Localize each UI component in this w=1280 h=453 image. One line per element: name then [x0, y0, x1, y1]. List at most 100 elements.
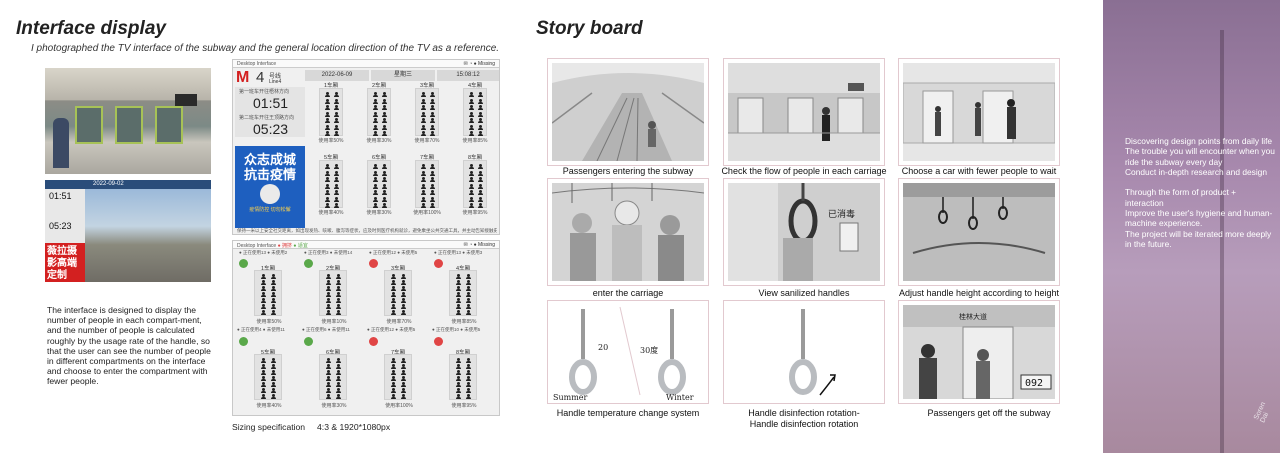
status-label: Missing [478, 242, 495, 248]
person-icon [391, 280, 396, 285]
person-icon [469, 190, 474, 195]
project-summary-text: Discovering design points from daily lif… [1125, 136, 1275, 249]
person-icon [430, 203, 435, 208]
carriage-footer: ● 正在使用4 ● 未使用11 [237, 327, 285, 332]
person-icon [391, 376, 396, 381]
person-icon [456, 304, 461, 309]
person-icon [373, 190, 378, 195]
mail-icon[interactable]: ✉ [463, 242, 468, 248]
person-icon [456, 364, 461, 369]
person-icon [421, 98, 426, 104]
mail-icon[interactable]: ✉ [463, 61, 468, 67]
person-icon [326, 364, 331, 369]
carriage-people [367, 88, 391, 136]
carriage-name: 7车厢 [390, 350, 406, 356]
person-icon [382, 177, 387, 182]
carriage-card[interactable]: 8车厢使用率95% [455, 153, 495, 216]
next-train-2-time: 05:23 [253, 121, 289, 137]
person-icon [334, 164, 339, 169]
person-icon [401, 298, 406, 303]
user-icon[interactable]: ● [473, 61, 477, 67]
winter-label: Winter [666, 393, 694, 402]
carriage-people [449, 354, 477, 400]
carriage-card[interactable]: 4车厢使用率85% [455, 81, 495, 144]
person-icon [469, 124, 474, 130]
carriage-crowding-card[interactable]: 5车厢使用率40% [237, 334, 299, 418]
person-icon [456, 388, 461, 393]
frame-entering-subway [547, 58, 709, 166]
person-icon [421, 170, 426, 176]
person-icon [326, 274, 331, 279]
person-icon [466, 382, 471, 387]
sketch-escalator [552, 63, 704, 161]
carriage-crowding-card[interactable]: 7车厢使用率100% [367, 334, 429, 418]
person-icon [391, 304, 396, 309]
person-icon [334, 203, 339, 208]
person-icon [336, 394, 341, 399]
person-icon [391, 388, 396, 393]
carriage-card[interactable]: 1车厢使用率50% [311, 81, 351, 144]
carriage-name: 4车厢 [455, 266, 471, 272]
person-icon [334, 105, 339, 110]
person-icon [325, 196, 330, 202]
carriage-card[interactable]: 6车厢使用率30% [359, 153, 399, 216]
person-icon [401, 292, 406, 297]
person-icon [430, 111, 435, 117]
person-icon [271, 280, 276, 285]
person-icon [478, 190, 483, 195]
carriage-card[interactable]: 2车厢使用率30% [359, 81, 399, 144]
person-icon [336, 292, 341, 297]
person-icon [478, 196, 483, 202]
person-icon [325, 177, 330, 182]
carriage-crowding-card[interactable]: 6车厢使用率30% [302, 334, 364, 418]
person-icon [430, 164, 435, 169]
user-icon[interactable]: ● [473, 242, 477, 248]
person-icon [382, 190, 387, 195]
carriage-usage: 使用率50% [256, 319, 282, 325]
person-icon [373, 183, 378, 189]
person-icon [334, 118, 339, 123]
person-icon [466, 292, 471, 297]
carriage-legend: ● 正在使用3 ● 未使用14 [304, 250, 353, 255]
person-icon [466, 286, 471, 291]
person-icon [261, 286, 266, 291]
caption-7: Handle temperature change system [556, 408, 700, 418]
carriage-name: 1车厢 [260, 266, 276, 272]
carriage-usage: 使用率85% [462, 138, 488, 144]
carriage-people [319, 270, 347, 316]
person-icon [373, 170, 378, 176]
carriage-crowding-card[interactable]: 8车厢使用率95% [432, 334, 494, 418]
wifi-icon: ◔ [469, 61, 473, 67]
person-icon [421, 183, 426, 189]
person-icon [469, 118, 474, 123]
person-icon [401, 274, 406, 279]
caption-5: View sanilized handles [758, 288, 850, 298]
carriage-card[interactable]: 7车厢使用率100% [407, 153, 447, 216]
carriage-people [463, 160, 487, 208]
person-icon [261, 280, 266, 285]
carriage-usage: 使用率100% [385, 403, 413, 409]
person-icon [336, 274, 341, 279]
summer-label: Summer [553, 393, 588, 402]
person-icon [382, 118, 387, 123]
person-icon [456, 394, 461, 399]
disinfection-handle-illustration [789, 309, 836, 396]
person-icon [373, 196, 378, 202]
carriage-name: 2车厢 [325, 266, 341, 272]
person-icon [466, 358, 471, 363]
caption-8: Handle disinfection rotation- Handle dis… [748, 408, 860, 429]
carriage-card[interactable]: 3车厢使用率70% [407, 81, 447, 144]
carriage-name: 6车厢 [371, 155, 387, 161]
carriage-name: 6车厢 [325, 350, 341, 356]
person-icon [336, 310, 341, 315]
carriage-usage: 使用率30% [321, 403, 347, 409]
person-icon [430, 170, 435, 176]
person-icon [478, 183, 483, 189]
carriage-card[interactable]: 5车厢使用率40% [311, 153, 351, 216]
carriage-legend: ● 正在使用12 ● 未使用5 [369, 250, 418, 255]
person-icon [478, 111, 483, 117]
